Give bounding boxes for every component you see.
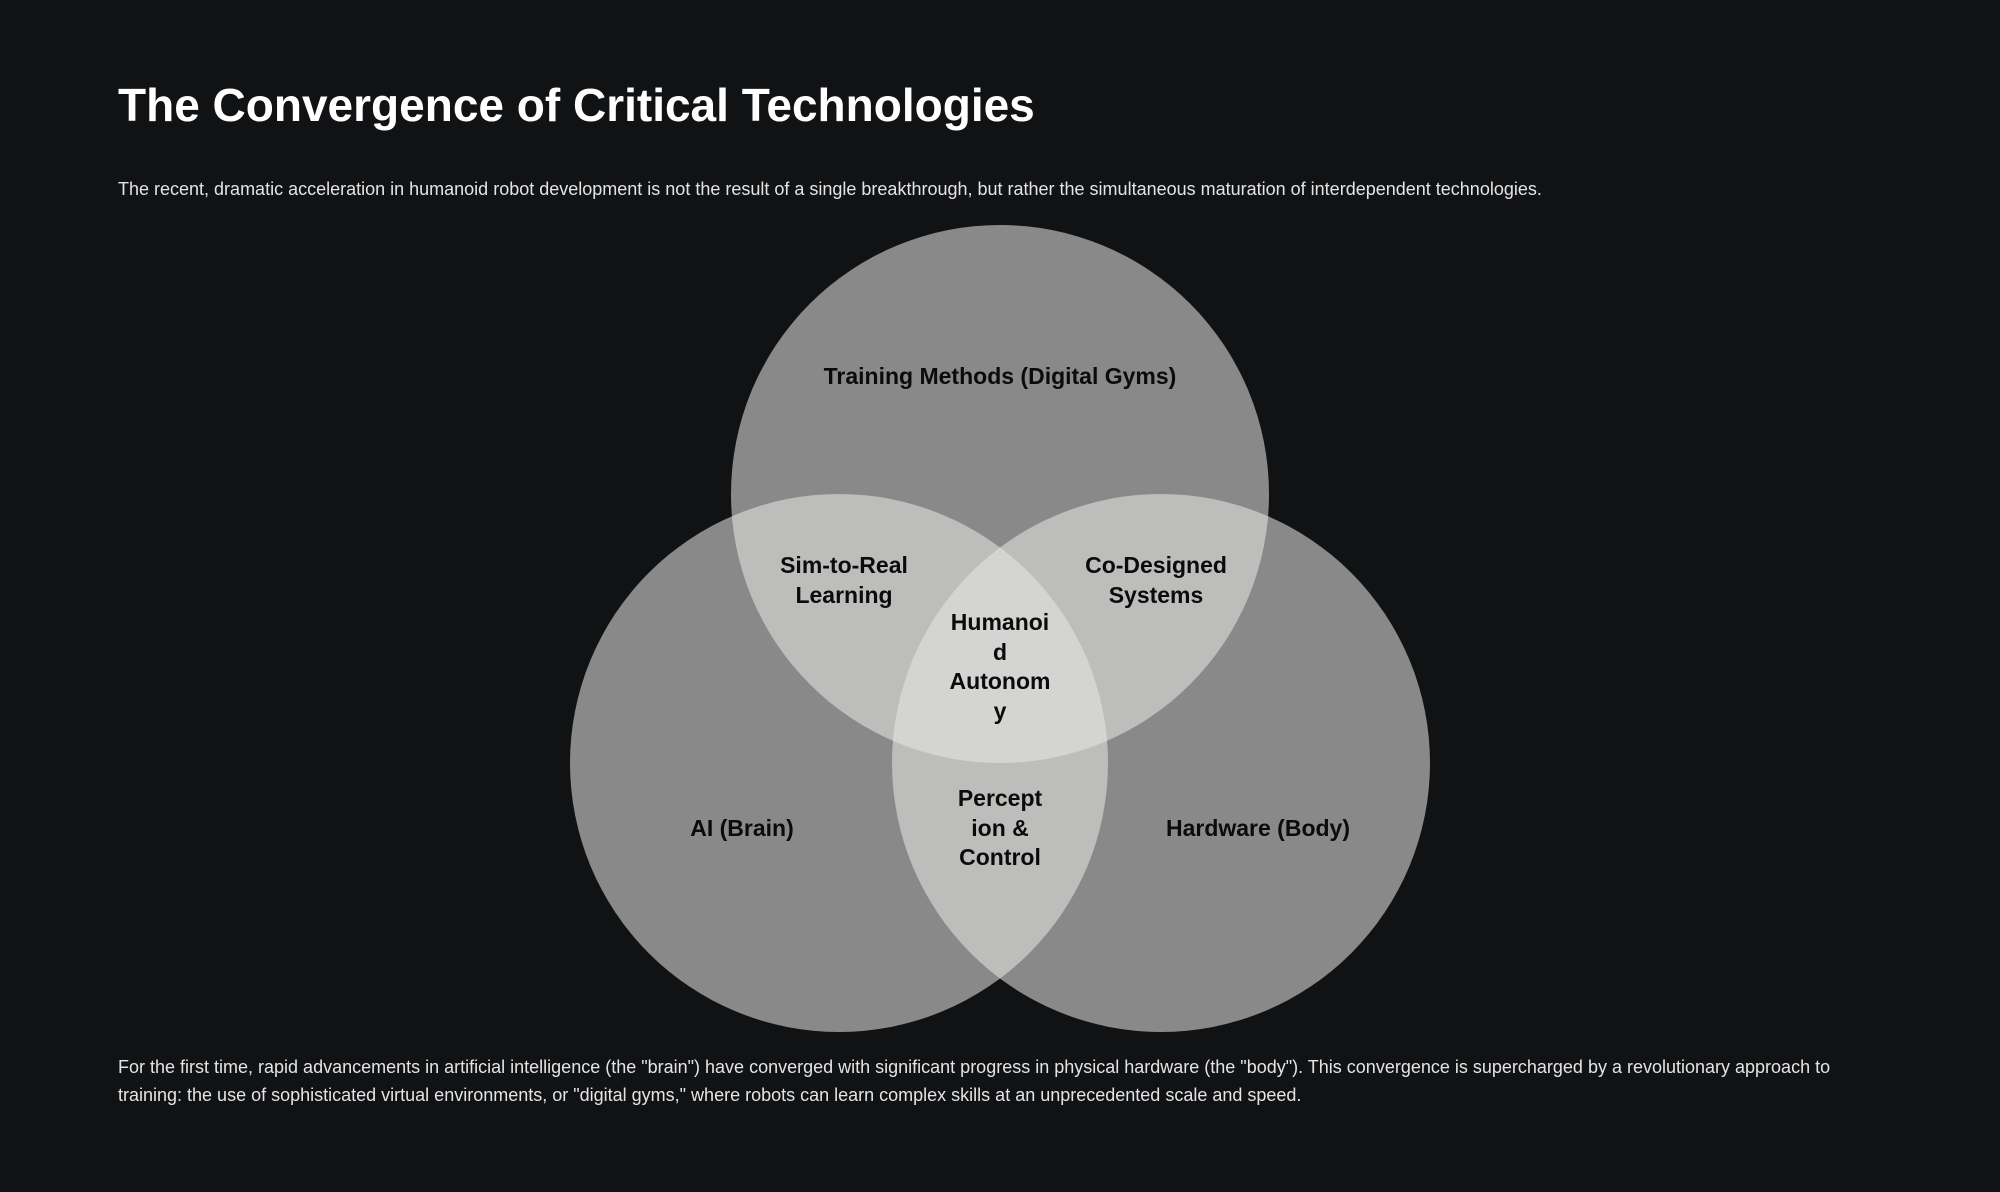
overlap-center-line: Autonom bbox=[950, 668, 1051, 694]
circle-hardware-body bbox=[892, 494, 1430, 1032]
overlap-ai-hardware-line: Control bbox=[959, 844, 1041, 870]
overlap-training-hardware-line: Co-Designed bbox=[1085, 552, 1227, 578]
overlap-ai-hardware-line: ion & bbox=[971, 815, 1029, 841]
outro-paragraph: For the first time, rapid advancements i… bbox=[118, 1057, 1831, 1105]
label-ai-brain: AI (Brain) bbox=[690, 815, 794, 841]
venn-circles bbox=[570, 225, 1430, 1032]
overlap-training-hardware: Co-Designed Systems bbox=[1085, 552, 1227, 608]
overlap-training-ai: Sim-to-Real Learning bbox=[780, 552, 908, 608]
overlap-center-line: y bbox=[994, 698, 1007, 724]
overlap-training-ai-line: Sim-to-Real bbox=[780, 552, 908, 578]
page-title: The Convergence of Critical Technologies bbox=[118, 79, 1035, 131]
intro-paragraph: The recent, dramatic acceleration in hum… bbox=[118, 179, 1542, 199]
overlap-ai-hardware-line: Percept bbox=[958, 785, 1043, 811]
overlap-center-line: d bbox=[993, 639, 1007, 665]
label-training-methods: Training Methods (Digital Gyms) bbox=[824, 363, 1177, 389]
overlap-training-ai-line: Learning bbox=[795, 582, 892, 608]
overlap-center: Humanoi d Autonom y bbox=[950, 609, 1051, 724]
overlap-center-line: Humanoi bbox=[951, 609, 1049, 635]
overlap-ai-hardware: Percept ion & Control bbox=[958, 785, 1043, 870]
overlap-training-hardware-line: Systems bbox=[1109, 582, 1204, 608]
label-hardware-body: Hardware (Body) bbox=[1166, 815, 1350, 841]
